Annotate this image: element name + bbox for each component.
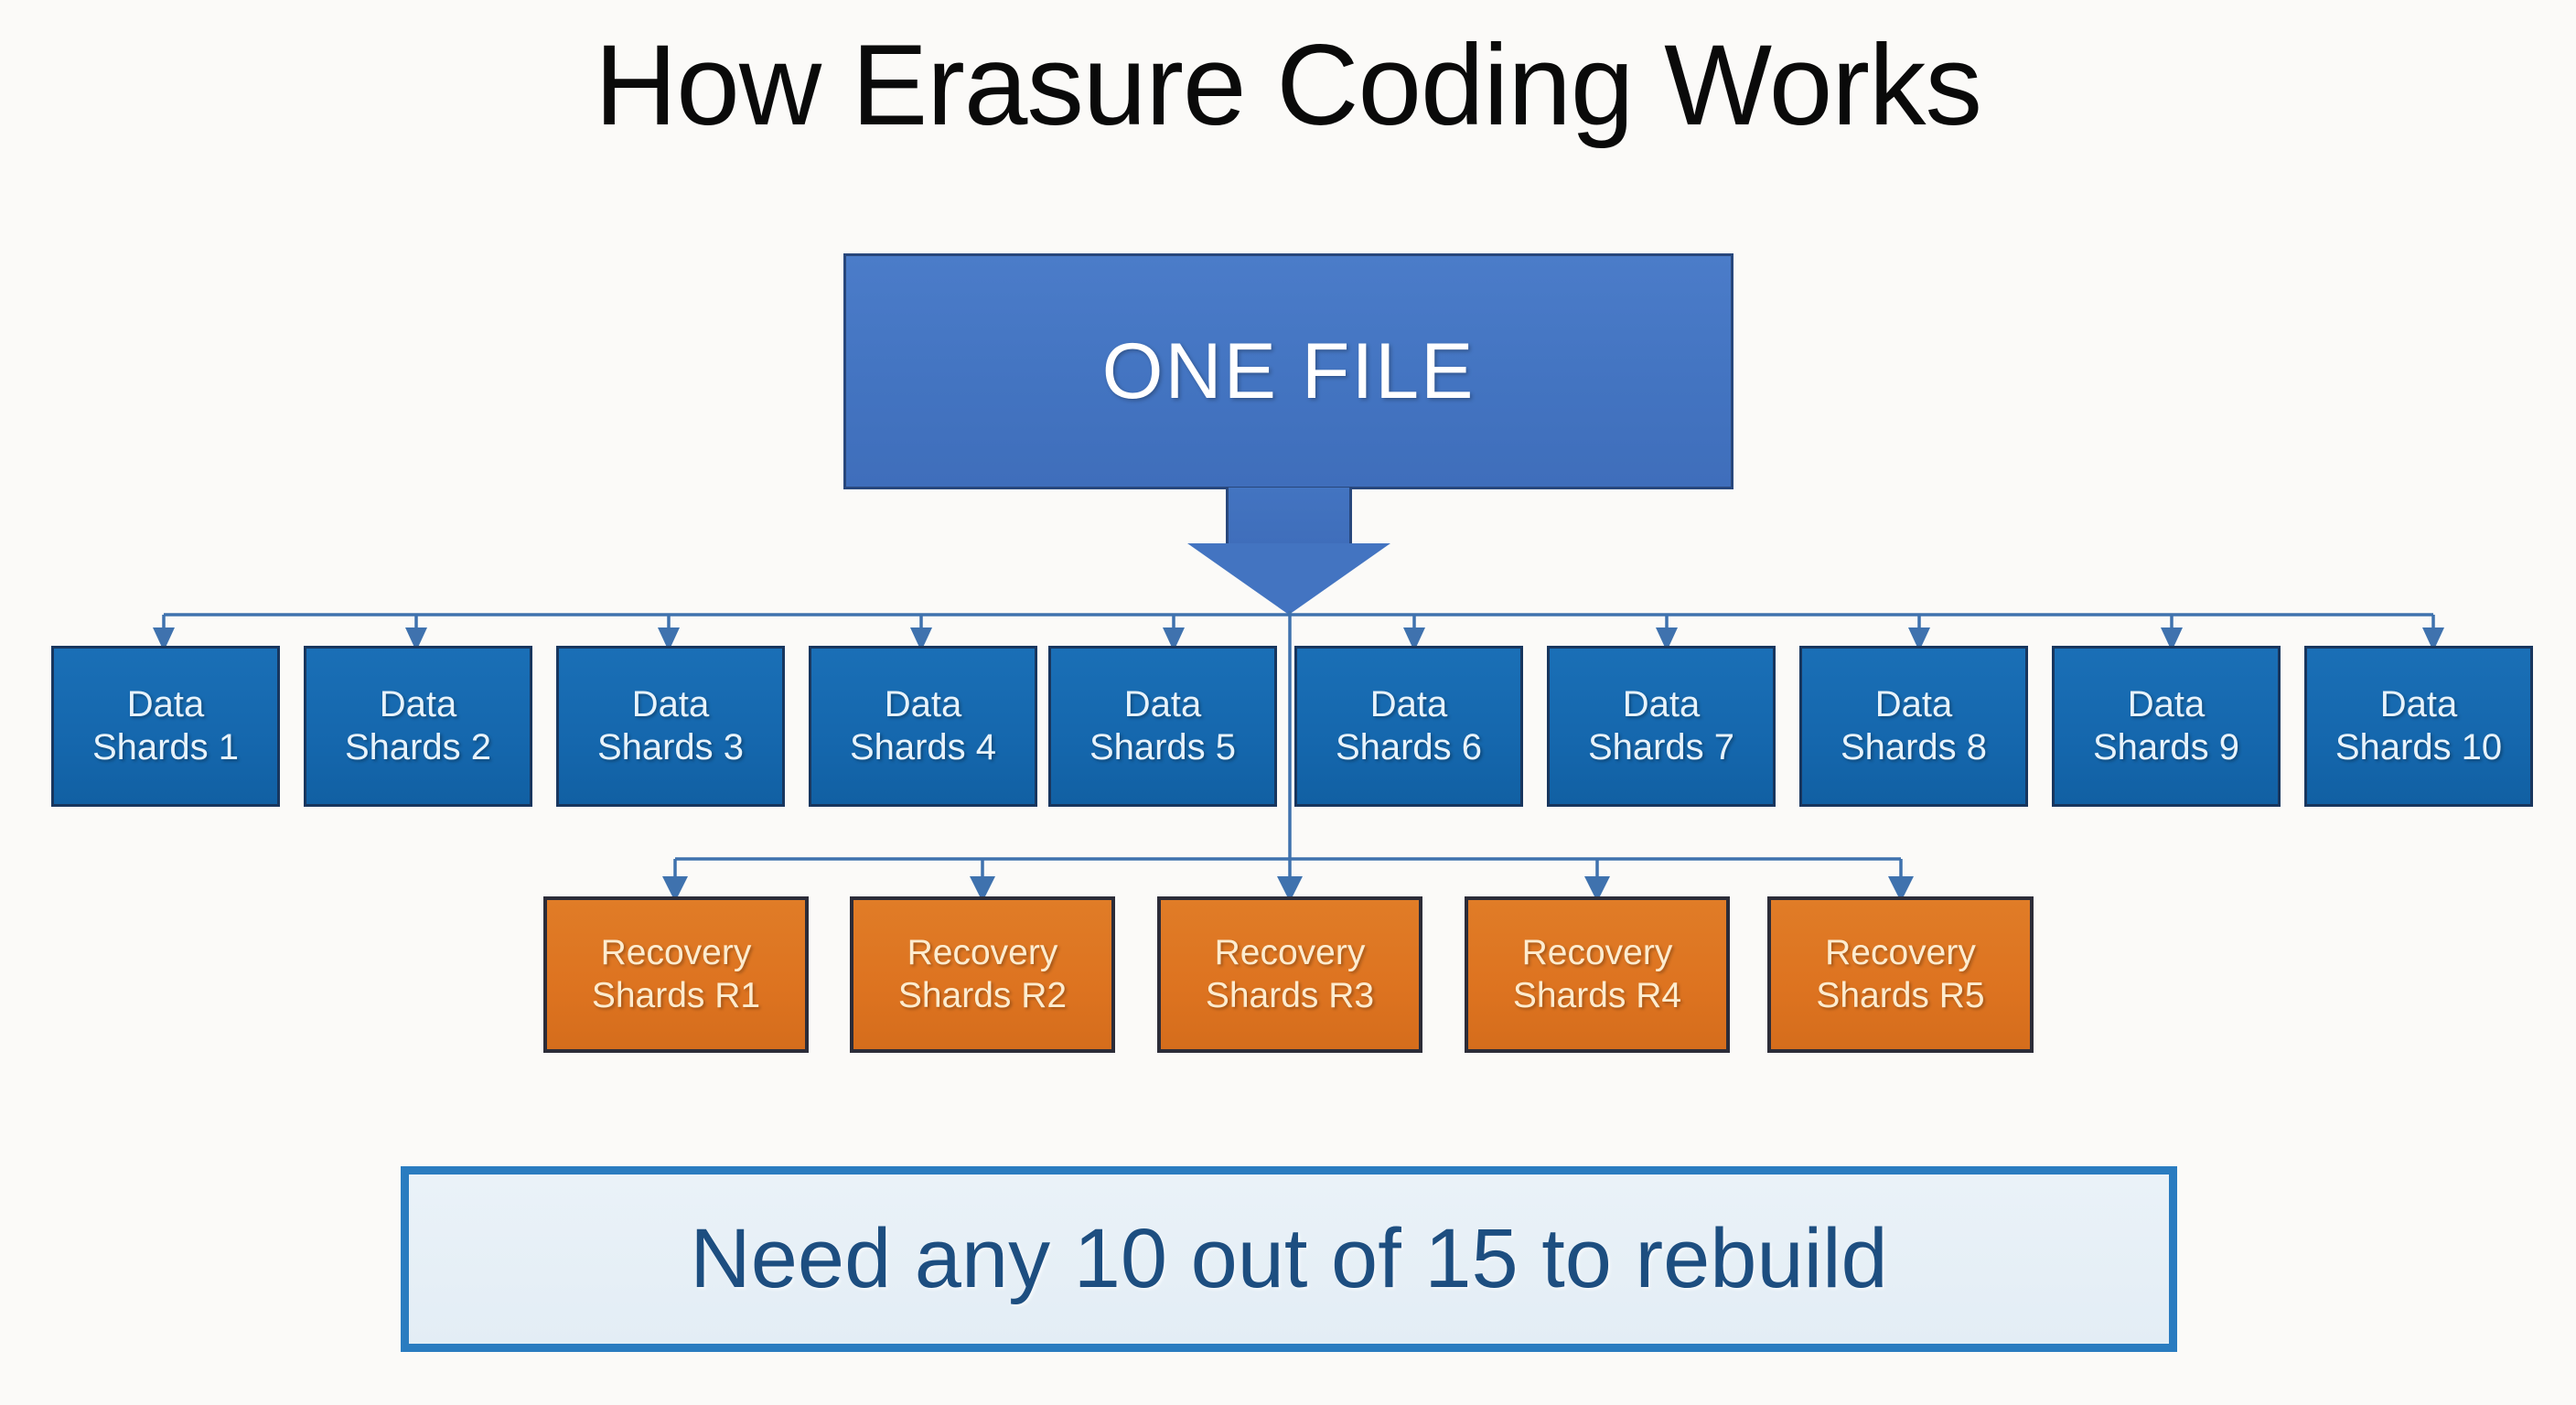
recovery-shard-line1: Recovery bbox=[1521, 932, 1673, 972]
data-shard-node-6[interactable]: Data Shards 6 bbox=[1294, 646, 1523, 807]
data-shard-line2: Shards 6 bbox=[1335, 727, 1483, 767]
one-file-label: ONE FILE bbox=[1101, 327, 1476, 415]
data-shard-node-4[interactable]: Data Shards 4 bbox=[809, 646, 1037, 807]
recovery-shard-line2: Shards R1 bbox=[591, 975, 761, 1015]
recovery-shard-node-2[interactable]: Recovery Shards R2 bbox=[850, 896, 1115, 1053]
recovery-shard-line2: Shards R2 bbox=[897, 975, 1068, 1015]
data-shard-node-9[interactable]: Data Shards 9 bbox=[2052, 646, 2281, 807]
data-shard-line1: Data bbox=[2127, 683, 2206, 724]
data-shard-line2: Shards 2 bbox=[344, 727, 492, 767]
data-shard-line2: Shards 3 bbox=[596, 727, 745, 767]
data-shard-line2: Shards 8 bbox=[1840, 727, 1988, 767]
recovery-shard-node-5[interactable]: Recovery Shards R5 bbox=[1767, 896, 2034, 1053]
recovery-shard-line2: Shards R5 bbox=[1816, 975, 1985, 1015]
page-title: How Erasure Coding Works bbox=[595, 22, 1982, 149]
data-shard-node-3[interactable]: Data Shards 3 bbox=[556, 646, 785, 807]
recovery-shard-node-3[interactable]: Recovery Shards R3 bbox=[1157, 896, 1422, 1053]
data-shard-line2: Shards 9 bbox=[2092, 727, 2240, 767]
recovery-shard-line1: Recovery bbox=[1825, 932, 1976, 972]
data-shard-node-1[interactable]: Data Shards 1 bbox=[51, 646, 280, 807]
down-arrow-icon bbox=[1187, 543, 1390, 615]
data-shard-line1: Data bbox=[884, 683, 962, 724]
summary-banner-label: Need any 10 out of 15 to rebuild bbox=[690, 1212, 1888, 1305]
data-shard-node-8[interactable]: Data Shards 8 bbox=[1799, 646, 2028, 807]
data-shard-line1: Data bbox=[1622, 683, 1701, 724]
recovery-shard-line2: Shards R3 bbox=[1205, 975, 1375, 1015]
data-shard-line2: Shards 1 bbox=[91, 727, 240, 767]
data-shard-line1: Data bbox=[1123, 683, 1202, 724]
data-shard-line1: Data bbox=[631, 683, 710, 724]
data-shard-line1: Data bbox=[1874, 683, 1953, 724]
data-shard-line2: Shards 10 bbox=[2334, 727, 2503, 767]
data-shard-line1: Data bbox=[1369, 683, 1448, 724]
one-file-arrow-shaft bbox=[1226, 488, 1352, 544]
data-shard-node-2[interactable]: Data Shards 2 bbox=[304, 646, 532, 807]
data-shard-line2: Shards 5 bbox=[1089, 727, 1237, 767]
data-shard-line1: Data bbox=[2379, 683, 2458, 724]
data-shard-line1: Data bbox=[126, 683, 205, 724]
data-shard-node-5[interactable]: Data Shards 5 bbox=[1048, 646, 1277, 807]
data-shard-line1: Data bbox=[379, 683, 457, 724]
recovery-shard-node-1[interactable]: Recovery Shards R1 bbox=[543, 896, 809, 1053]
data-shard-line2: Shards 4 bbox=[849, 727, 997, 767]
data-shard-node-7[interactable]: Data Shards 7 bbox=[1547, 646, 1776, 807]
recovery-shard-line1: Recovery bbox=[600, 932, 752, 972]
data-shard-node-10[interactable]: Data Shards 10 bbox=[2304, 646, 2533, 807]
data-shard-line2: Shards 7 bbox=[1587, 727, 1735, 767]
one-file-node[interactable]: ONE FILE bbox=[843, 253, 1733, 489]
summary-banner: Need any 10 out of 15 to rebuild bbox=[401, 1166, 2177, 1352]
recovery-shard-node-4[interactable]: Recovery Shards R4 bbox=[1465, 896, 1730, 1053]
recovery-shard-line1: Recovery bbox=[1214, 932, 1366, 972]
recovery-shard-line1: Recovery bbox=[907, 932, 1058, 972]
recovery-shard-line2: Shards R4 bbox=[1512, 975, 1682, 1015]
